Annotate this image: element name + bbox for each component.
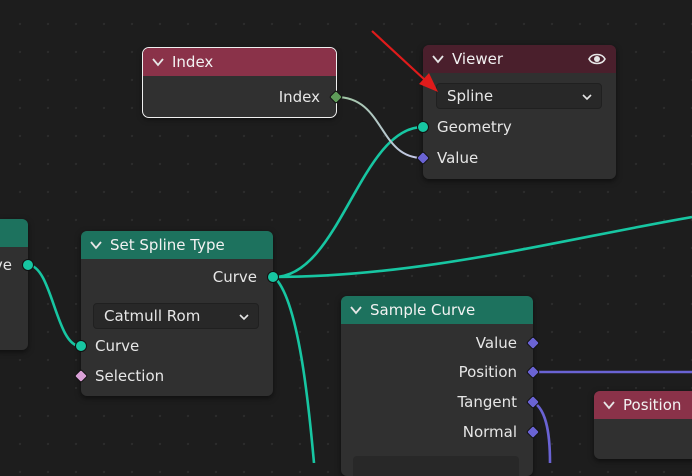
index-node-header[interactable]: Index <box>143 48 336 76</box>
viewer-value-label: Value <box>437 149 479 167</box>
chevron-down-icon[interactable] <box>602 398 616 412</box>
set-spline-selection-label: Selection <box>95 367 165 385</box>
sample-curve-tangent-row: Tangent <box>341 391 533 413</box>
spline-type-value: Catmull Rom <box>104 307 201 325</box>
chevron-down-icon[interactable] <box>151 55 165 69</box>
sample-curve-header[interactable]: Sample Curve <box>341 296 533 324</box>
viewer-value-row: Value <box>423 147 616 169</box>
sample-curve-tangent-label: Tangent <box>457 393 517 411</box>
set-spline-curve-output-socket[interactable] <box>267 271 279 283</box>
set-spline-type-title: Set Spline Type <box>110 236 225 254</box>
index-output-label: Index <box>278 88 320 106</box>
dropdown-chevron-icon <box>239 314 249 321</box>
link-curve-to-offscreen[interactable] <box>273 215 692 279</box>
chevron-down-icon[interactable] <box>349 303 363 317</box>
set-spline-type-node[interactable]: Set Spline Type Curve Catmull Rom Curve … <box>73 231 279 396</box>
set-spline-curve-output-row: Curve <box>81 266 273 288</box>
set-spline-curve-output-label: Curve <box>212 268 257 286</box>
left-partial-node[interactable]: ve <box>0 219 34 350</box>
left-partial-output-row: ve <box>0 254 28 276</box>
node-links <box>27 96 692 463</box>
sample-curve-value-row: Value <box>341 332 533 354</box>
set-spline-selection-row: Selection <box>81 365 273 387</box>
viewer-node-header[interactable]: Viewer <box>423 45 616 73</box>
spline-type-dropdown[interactable]: Catmull Rom <box>93 303 259 329</box>
position-node-header[interactable]: Position <box>594 391 692 419</box>
eye-icon[interactable] <box>588 51 606 67</box>
sample-curve-position-label: Position <box>458 363 517 381</box>
index-node-title: Index <box>172 53 214 71</box>
sample-curve-mode-field[interactable] <box>353 456 519 476</box>
sample-curve-value-label: Value <box>475 334 517 352</box>
viewer-domain-dropdown[interactable]: Spline <box>436 83 602 109</box>
index-output-row: Index <box>143 86 336 108</box>
set-spline-curve-input-socket[interactable] <box>75 340 87 352</box>
set-spline-curve-input-row: Curve <box>81 335 273 357</box>
left-partial-output-socket[interactable] <box>22 259 34 271</box>
viewer-domain-value: Spline <box>447 87 494 105</box>
position-node-title: Position <box>623 396 682 414</box>
sample-curve-normal-row: Normal <box>341 421 533 443</box>
sample-curve-title: Sample Curve <box>370 301 476 319</box>
dropdown-chevron-icon <box>582 94 592 101</box>
left-partial-output-label: ve <box>0 256 12 274</box>
sample-curve-normal-label: Normal <box>462 423 517 441</box>
viewer-node-title: Viewer <box>452 50 503 68</box>
chevron-down-icon[interactable] <box>431 52 445 66</box>
sample-curve-node[interactable]: Sample Curve Value Position Tangent Norm… <box>341 296 541 476</box>
viewer-geometry-socket[interactable] <box>417 121 429 133</box>
index-node[interactable]: Index Index <box>142 47 344 118</box>
link-left-to-spline-curve[interactable] <box>27 263 81 348</box>
viewer-node[interactable]: Viewer Spline Geometry Value <box>415 45 616 179</box>
viewer-geometry-row: Geometry <box>423 116 616 138</box>
chevron-down-icon[interactable] <box>89 238 103 252</box>
link-curve-to-sample-curve[interactable] <box>273 276 316 463</box>
set-spline-curve-input-label: Curve <box>95 337 140 355</box>
viewer-geometry-label: Geometry <box>437 118 512 136</box>
position-node[interactable]: Position <box>594 391 692 459</box>
link-curve-to-viewer-geometry[interactable] <box>273 125 424 279</box>
left-partial-node-header[interactable] <box>0 219 28 247</box>
link-index-to-viewer-value[interactable] <box>335 96 424 159</box>
sample-curve-position-row: Position <box>341 361 533 383</box>
set-spline-type-header[interactable]: Set Spline Type <box>81 231 273 259</box>
